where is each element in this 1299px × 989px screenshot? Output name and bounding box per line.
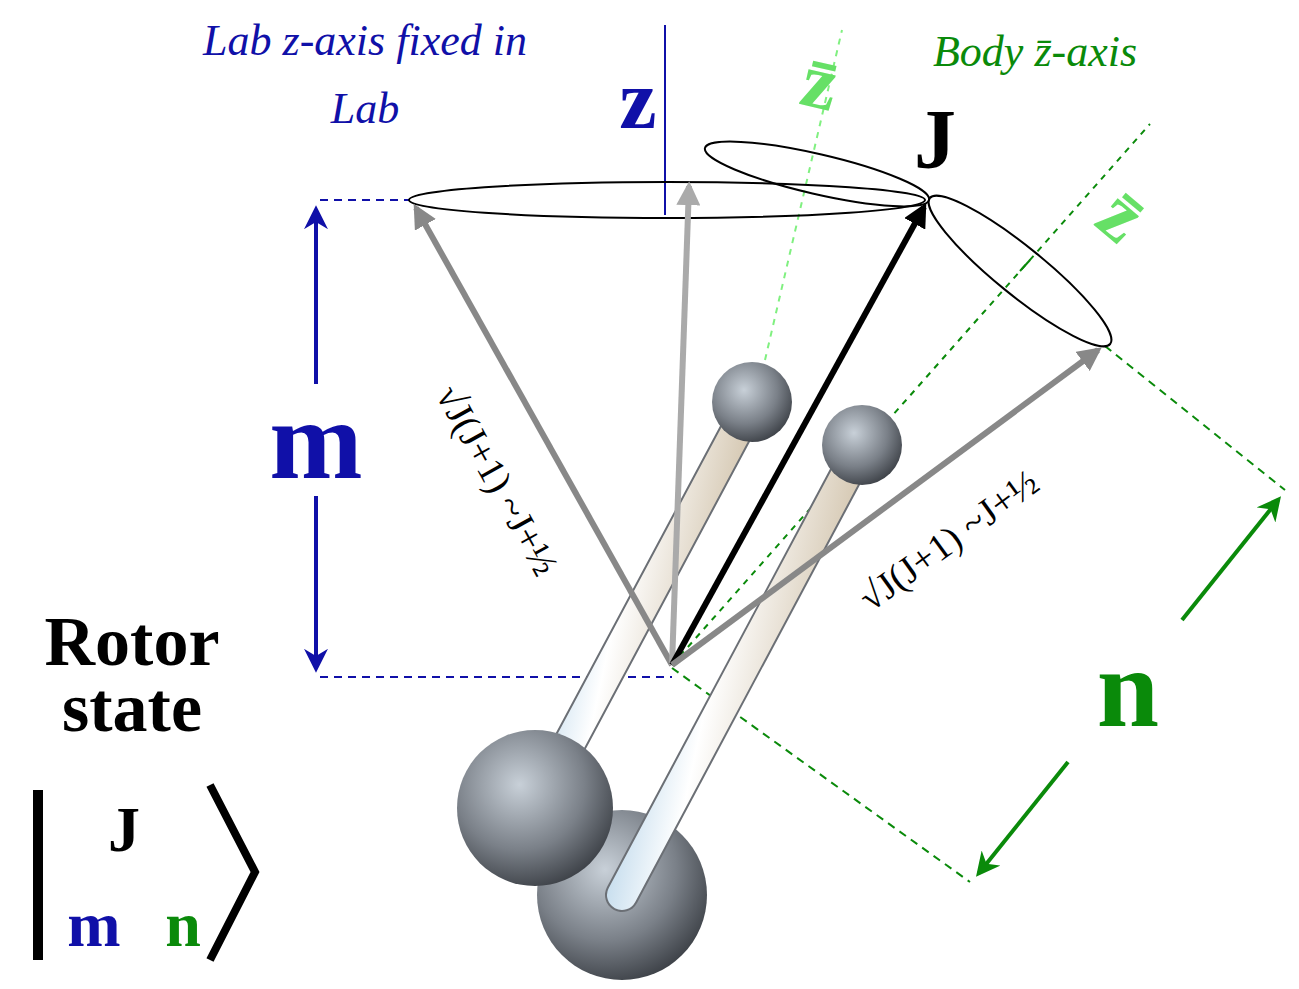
axis-letter: z xyxy=(619,58,656,142)
quantum-number: m xyxy=(265,384,366,496)
quantum-number: n xyxy=(1093,632,1163,744)
ket-letter: n xyxy=(165,893,201,957)
axis-note: Lab z-axis fixed in Lab xyxy=(170,7,560,143)
body-axes xyxy=(672,30,1150,665)
magnitude-label: √J(J+1) ~J+½ xyxy=(427,375,566,585)
precession-cones xyxy=(409,129,1125,363)
axis-letter: z̄ xyxy=(794,40,845,124)
angular-momentum-vectors xyxy=(416,186,1098,665)
ket-letter: J xyxy=(108,798,140,862)
axis-note: Body z̄-axis xyxy=(933,30,1137,74)
magnitude-label: √J(J+1) ~J+½ xyxy=(848,460,1047,619)
vector-letter: J xyxy=(914,98,956,182)
ket-bracket xyxy=(33,785,255,960)
lab-z-axis xyxy=(664,25,666,215)
state-title: Rotor state xyxy=(0,609,267,742)
m-projection xyxy=(316,200,672,677)
ket-letter: m xyxy=(67,893,120,957)
